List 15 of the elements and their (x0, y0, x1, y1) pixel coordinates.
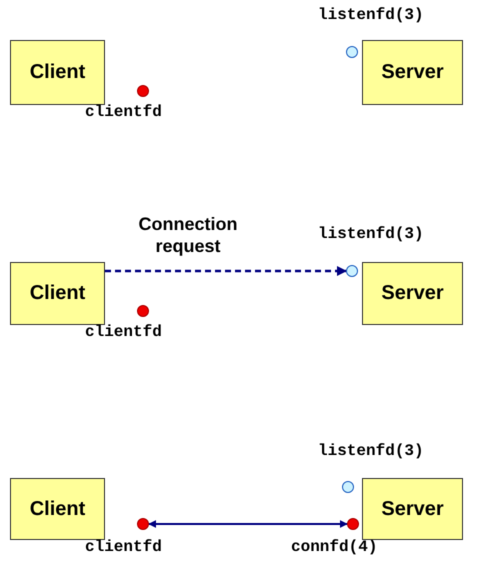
process-box: Server (362, 262, 463, 325)
process-box: Server (362, 478, 463, 540)
descriptor-label: listenfd(3) (318, 442, 424, 460)
descriptor-label: listenfd(3) (318, 225, 424, 243)
process-box: Client (10, 40, 105, 105)
descriptor-label: clientfd (85, 323, 162, 341)
descriptor-label: listenfd(3) (318, 6, 424, 24)
descriptor-label: connfd(4) (291, 538, 378, 556)
process-box: Client (10, 478, 105, 540)
double-arrow (148, 520, 348, 528)
process-box: Server (362, 40, 463, 105)
process-box: Client (10, 262, 105, 325)
arrow (105, 266, 347, 276)
descriptor-label: clientfd (85, 538, 162, 556)
descriptor-label: clientfd (85, 103, 162, 121)
